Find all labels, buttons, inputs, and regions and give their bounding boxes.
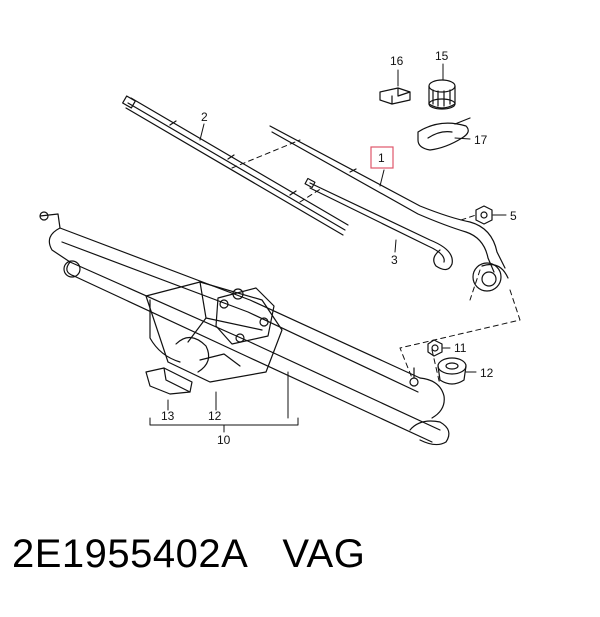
bracket-part-13 <box>145 367 193 395</box>
callout-12-bracket: 12 <box>208 409 222 423</box>
callout-11: 11 <box>454 341 467 355</box>
part-number: 2E1955402A <box>12 532 249 576</box>
callout-5: 5 <box>510 209 517 223</box>
callout-3: 3 <box>391 253 398 267</box>
brand-name: VAG <box>282 532 366 576</box>
callout-labels: 1 2 3 5 10 11 12 12 13 15 16 17 <box>161 49 517 447</box>
grommet-part-12 <box>437 357 467 385</box>
wiper-assembly-diagram: 1 2 3 5 10 11 12 12 13 15 16 17 <box>39 49 521 447</box>
callout-15: 15 <box>435 49 449 63</box>
nut-part-5 <box>475 205 493 225</box>
callout-1: 1 <box>378 151 385 165</box>
dashed-guides <box>231 139 521 386</box>
cap-part-15 <box>428 79 456 110</box>
wiper-linkage-frame <box>39 211 450 446</box>
part-number-footer: 2E1955402A VAG <box>12 532 365 577</box>
wiper-blade <box>122 95 349 236</box>
callout-1-highlight <box>370 146 394 169</box>
nut-part-11 <box>427 339 443 357</box>
callout-17: 17 <box>474 133 488 147</box>
clip-part-16 <box>379 87 411 105</box>
wiper-arm-hook <box>304 177 453 271</box>
callout-bracket <box>149 371 299 433</box>
wiper-motor <box>145 281 283 383</box>
callout-2: 2 <box>201 110 208 124</box>
leader-lines <box>199 63 507 373</box>
callout-12-grommet: 12 <box>480 366 494 380</box>
callout-13: 13 <box>161 409 175 423</box>
callout-16: 16 <box>390 54 404 68</box>
seal-part-17 <box>417 117 471 151</box>
wiper-arm-right <box>269 125 509 292</box>
callout-10: 10 <box>217 433 231 447</box>
